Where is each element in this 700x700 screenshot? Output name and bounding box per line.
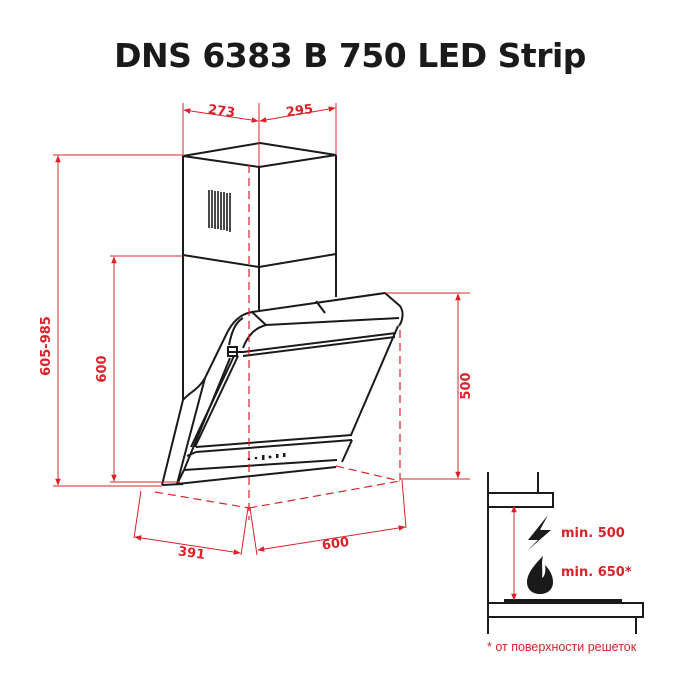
- dim-front-height: 500: [459, 372, 474, 399]
- cooktop-surface: [504, 599, 622, 603]
- dim-chimney-depth: 273: [207, 102, 236, 121]
- dashed-footprint: [154, 165, 401, 520]
- product-title: DNS 6383 B 750 LED Strip: [114, 36, 586, 75]
- gas-clearance-label: min. 650*: [561, 565, 632, 580]
- flame-icon: [527, 556, 553, 594]
- control-panel-buttons: [247, 453, 286, 461]
- chimney-lower: [182, 254, 337, 400]
- dim-depth: 391: [177, 544, 206, 563]
- dim-chimney-width: 295: [285, 102, 314, 121]
- dim-body-height: 600: [95, 355, 110, 382]
- lightning-icon: [527, 515, 551, 551]
- dimension-lines: [53, 103, 470, 556]
- footnote: * от поверхности решеток: [487, 640, 637, 654]
- vent-grille-icon: [208, 190, 231, 232]
- hood-body: [161, 291, 404, 486]
- installation-diagram: [487, 472, 644, 634]
- dim-total-height: 605-985: [39, 316, 54, 376]
- electric-clearance-label: min. 500: [561, 526, 625, 541]
- dim-width: 600: [321, 535, 350, 554]
- chimney-upper: [182, 141, 337, 269]
